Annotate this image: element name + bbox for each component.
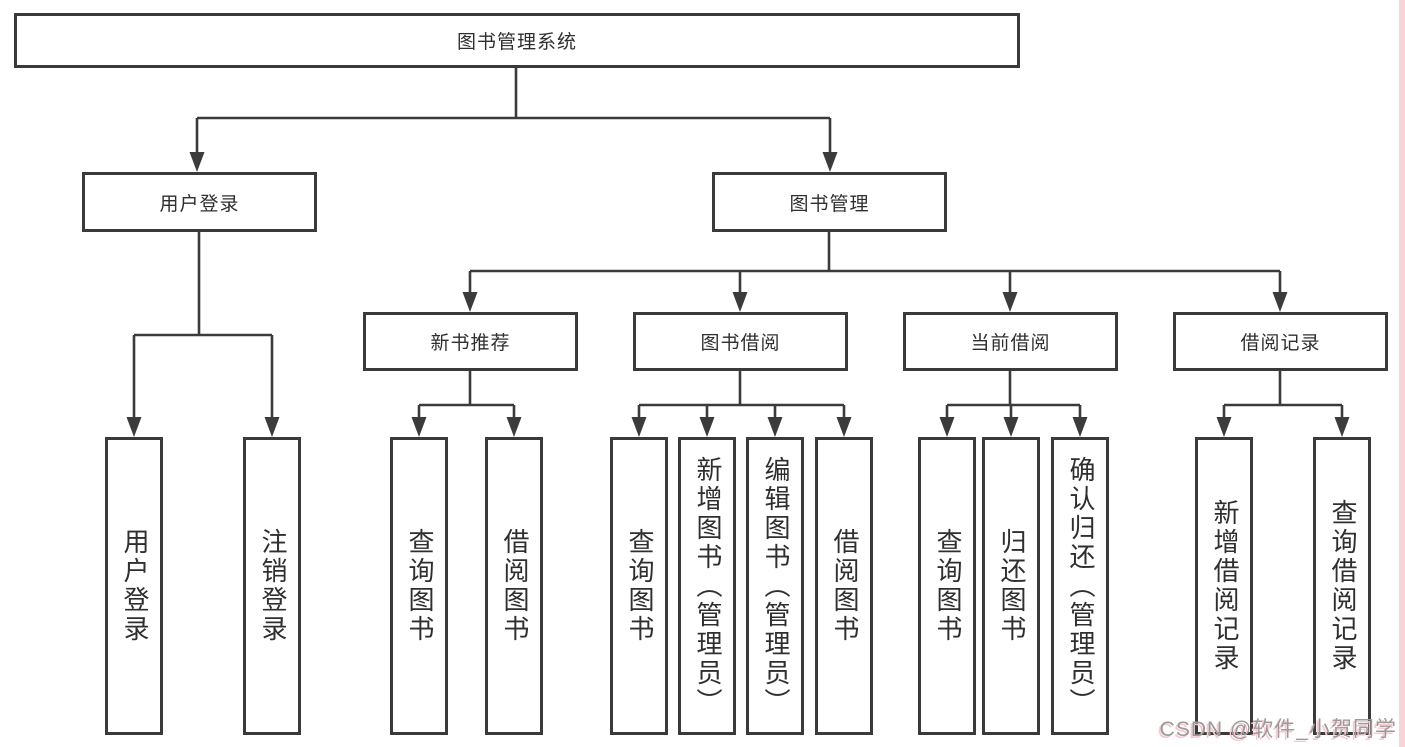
node-label-borrowing-records: 借阅记录 <box>1240 333 1321 354</box>
node-label-book-management: 图书管理 <box>789 193 870 215</box>
node-label-leaf-edit-books-admin: 编辑图书（管理员） <box>760 455 791 717</box>
node-label-root: 图书管理系统 <box>456 32 577 53</box>
node-user-login: 用户登录 <box>82 172 317 232</box>
node-label-user-login: 用户登录 <box>159 193 240 215</box>
node-leaf-query-borrow-record: 查询借阅记录 <box>1313 437 1371 735</box>
node-label-leaf-user-login: 用户登录 <box>119 528 150 644</box>
arrowhead-icon <box>264 417 280 437</box>
node-leaf-return-books: 归还图书 <box>982 437 1040 735</box>
arrowhead-icon <box>1003 417 1019 437</box>
node-root: 图书管理系统 <box>14 13 1020 68</box>
arrowhead-icon <box>732 292 748 312</box>
node-label-leaf-add-borrow-record: 新增借阅记录 <box>1209 499 1240 673</box>
node-label-new-book-recommend: 新书推荐 <box>430 333 511 354</box>
node-book-management: 图书管理 <box>712 172 947 232</box>
arrowhead-icon <box>506 417 522 437</box>
arrowhead-icon <box>1072 417 1088 437</box>
node-leaf-add-borrow-record: 新增借阅记录 <box>1195 437 1253 735</box>
node-label-leaf-logout: 注销登录 <box>257 528 288 644</box>
arrowhead-icon <box>126 417 142 437</box>
node-label-book-borrowing: 图书借阅 <box>700 333 781 354</box>
node-book-borrowing: 图书借阅 <box>633 312 848 371</box>
csdn-pink-edge-strip <box>1399 0 1405 747</box>
node-leaf-edit-books-admin: 编辑图书（管理员） <box>746 437 804 735</box>
node-label-current-borrowing: 当前借阅 <box>970 333 1051 354</box>
node-leaf-confirm-return: 确认归还（管理员） <box>1051 437 1109 735</box>
node-label-leaf-add-books-admin: 新增图书（管理员） <box>692 455 723 717</box>
node-label-leaf-query-borrow-record: 查询借阅记录 <box>1327 499 1358 673</box>
arrowhead-icon <box>631 417 647 437</box>
arrowhead-icon <box>1002 292 1018 312</box>
arrowhead-icon <box>699 417 715 437</box>
node-label-leaf-confirm-return: 确认归还（管理员） <box>1065 455 1096 717</box>
node-label-leaf-query-books-3: 查询图书 <box>932 528 963 644</box>
node-leaf-logout: 注销登录 <box>243 437 301 735</box>
arrowhead-icon <box>189 152 205 172</box>
arrowhead-icon <box>411 417 427 437</box>
node-leaf-query-books-2: 查询图书 <box>610 437 668 735</box>
arrowhead-icon <box>1334 417 1350 437</box>
watermark: CSDN @软件_小贺同学 <box>1159 718 1397 741</box>
node-label-leaf-return-books: 归还图书 <box>996 528 1027 644</box>
arrowhead-icon <box>1272 292 1288 312</box>
node-new-book-recommend: 新书推荐 <box>363 312 578 371</box>
arrowhead-icon <box>939 417 955 437</box>
node-leaf-query-books-3: 查询图书 <box>918 437 976 735</box>
node-current-borrowing: 当前借阅 <box>903 312 1118 371</box>
node-label-leaf-query-books-2: 查询图书 <box>624 528 655 644</box>
node-borrowing-records: 借阅记录 <box>1173 312 1388 371</box>
node-leaf-user-login: 用户登录 <box>105 437 163 735</box>
node-leaf-query-books-1: 查询图书 <box>390 437 448 735</box>
arrowhead-icon <box>1216 417 1232 437</box>
arrowhead-icon <box>767 417 783 437</box>
node-label-leaf-query-books-1: 查询图书 <box>404 528 435 644</box>
arrowhead-icon <box>836 417 852 437</box>
node-leaf-borrow-books-1: 借阅图书 <box>485 437 543 735</box>
arrowhead-icon <box>462 292 478 312</box>
node-leaf-add-books-admin: 新增图书（管理员） <box>678 437 736 735</box>
node-leaf-borrow-books-2: 借阅图书 <box>815 437 873 735</box>
node-label-leaf-borrow-books-2: 借阅图书 <box>829 528 860 644</box>
arrowhead-icon <box>822 152 838 172</box>
node-label-leaf-borrow-books-1: 借阅图书 <box>499 528 530 644</box>
